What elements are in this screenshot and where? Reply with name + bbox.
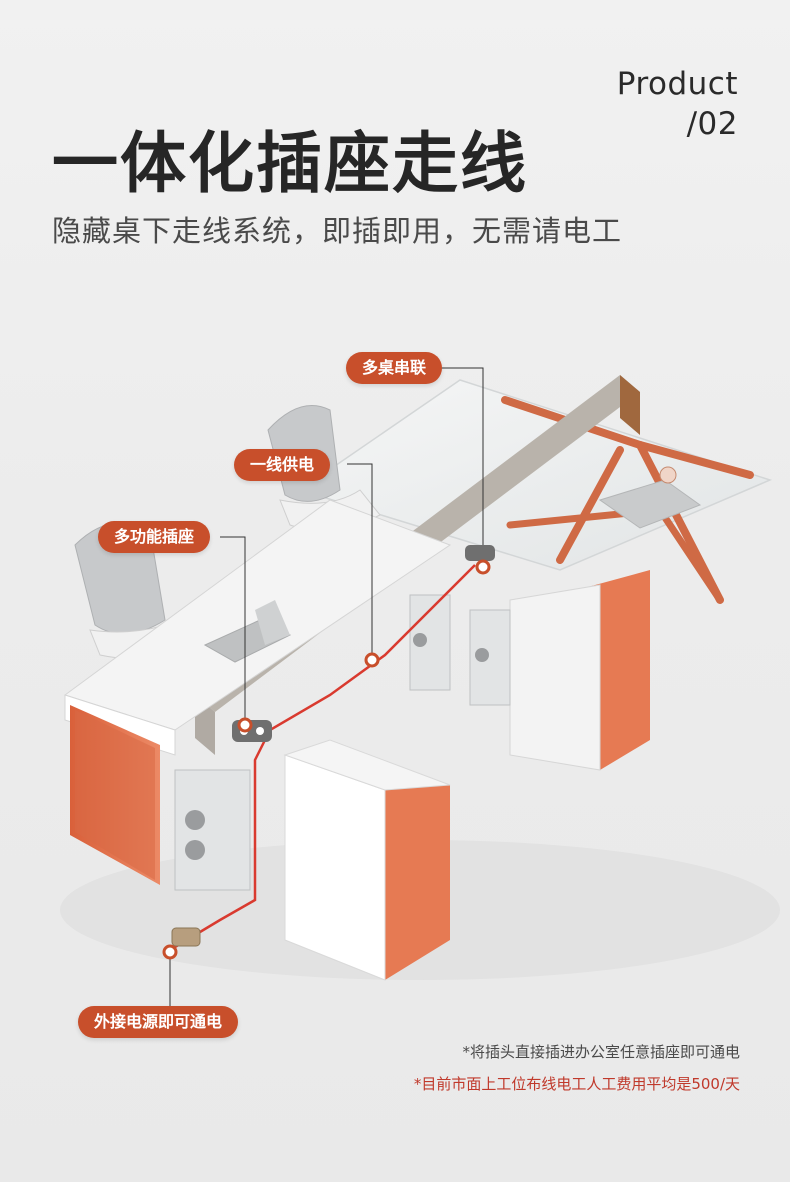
callout-multi-desk: 多桌串联 <box>346 352 443 384</box>
left-white-desk <box>63 499 452 756</box>
right-glass-desk <box>298 379 773 604</box>
page-subtitle: 隐藏桌下走线系统，即插即用，无需请电工 <box>52 214 623 248</box>
leader-multi-socket <box>220 536 246 725</box>
pc-tower-front <box>174 769 251 891</box>
desk-socket-top <box>465 545 495 561</box>
product-label: Product /02 <box>617 64 738 144</box>
workstation-illustration <box>60 367 780 1010</box>
page-title: 一体化插座走线 <box>52 125 528 202</box>
laptop <box>598 479 702 529</box>
leader-dot <box>475 559 491 575</box>
leader-dot <box>162 944 178 960</box>
pc-tower-back <box>409 594 511 706</box>
product-word: Product <box>616 66 738 102</box>
external-plug <box>171 927 201 947</box>
product-number: /02 <box>686 106 738 142</box>
footnote-cost: *目前市面上工位布线电工人工费用平均是500/天 <box>413 1075 740 1093</box>
callout-multi-socket: 多功能插座 <box>98 521 211 553</box>
leader-multi-desk <box>440 367 484 545</box>
leader-dot <box>237 717 253 733</box>
right-orange-cabinet <box>509 570 650 771</box>
leader-single-line <box>347 463 373 660</box>
callout-external-power: 外接电源即可通电 <box>78 1006 239 1038</box>
callout-single-line: 一线供电 <box>234 449 331 481</box>
desk-grommet <box>659 466 677 484</box>
center-orange-cabinet <box>283 739 451 981</box>
leader-dot <box>364 652 380 668</box>
footnote-plug-in: *将插头直接插进办公室任意插座即可通电 <box>462 1043 740 1061</box>
